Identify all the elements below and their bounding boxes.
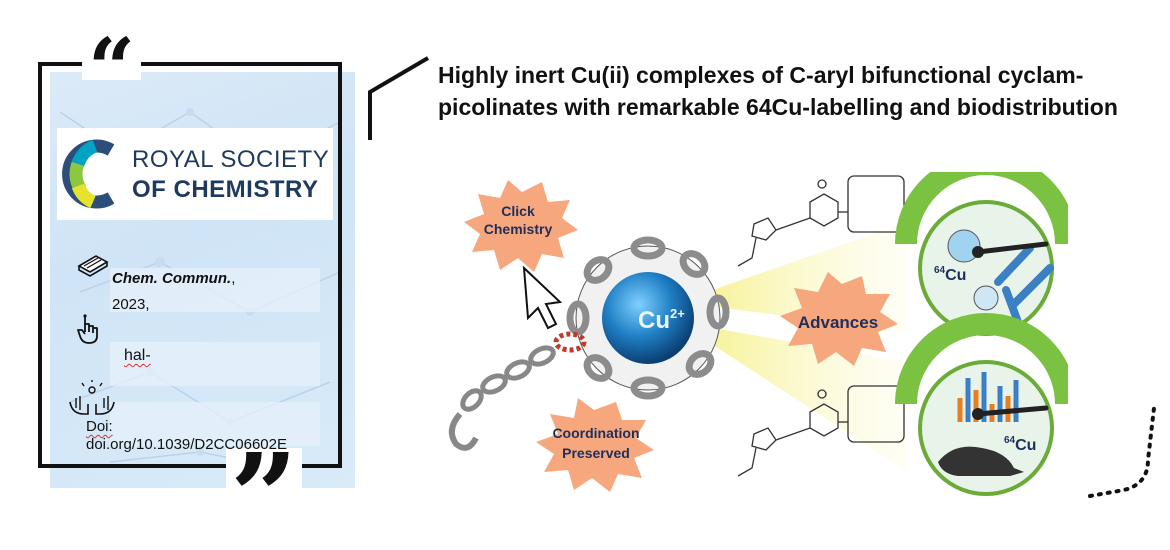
lower-molecule-structure [737, 385, 905, 477]
upper-gauge [895, 172, 1068, 336]
upper-isotope-label: 64Cu [934, 265, 966, 284]
pointing-hand-icon [77, 314, 98, 344]
open-quote-mark: “ [82, 32, 142, 80]
advances-label: Advances [798, 313, 878, 332]
upper-molecule-structure [737, 175, 905, 267]
click-chemistry-starburst [464, 180, 578, 272]
hal-identifier: hal- [124, 347, 151, 364]
advances-starburst [780, 272, 898, 366]
click-label-line2: Chemistry [484, 221, 553, 237]
graphical-abstract: Click Chemistry Cu2+ Advance [438, 172, 1068, 500]
journal-name: Chem. Commun., [112, 270, 236, 287]
title-bracket-decoration [368, 56, 430, 140]
publication-year: 2023, [112, 296, 150, 313]
doi-link[interactable]: doi.org/10.1039/D2CC06602E [86, 436, 287, 453]
coordination-starburst [536, 398, 654, 492]
chain-ring [566, 236, 730, 400]
click-label-line1: Click [501, 203, 535, 219]
coordination-label-line2: Preserved [562, 445, 630, 461]
book-icon [77, 255, 109, 277]
rsc-logo: ROYAL SOCIETY OF CHEMISTRY [57, 128, 333, 220]
hands-with-sparkles-icon [69, 380, 115, 415]
copper-ion-label: Cu2+ [638, 306, 685, 334]
logo-text-line1: ROYAL SOCIETY [132, 146, 330, 173]
rsc-c-emblem-icon [62, 139, 115, 209]
coordination-label-line1: Coordination [552, 425, 639, 441]
close-quote-mark: ” [226, 448, 302, 506]
logo-text-line2: OF CHEMISTRY [132, 176, 319, 203]
lower-gauge [895, 313, 1068, 496]
graphical-abstract-illustration: Click Chemistry Cu2+ Advance [448, 172, 1068, 496]
molecule-network-pattern [59, 108, 341, 473]
doi-label: Doi: [86, 418, 113, 435]
article-title: Highly inert Cu(ii) complexes of C-aryl … [438, 62, 1118, 120]
cursor-arrow-icon [522, 265, 563, 330]
card-frame [38, 62, 342, 468]
lower-isotope-label: 64Cu [1004, 435, 1036, 454]
broken-chain [448, 331, 587, 451]
dotted-line-decoration [1088, 406, 1156, 498]
